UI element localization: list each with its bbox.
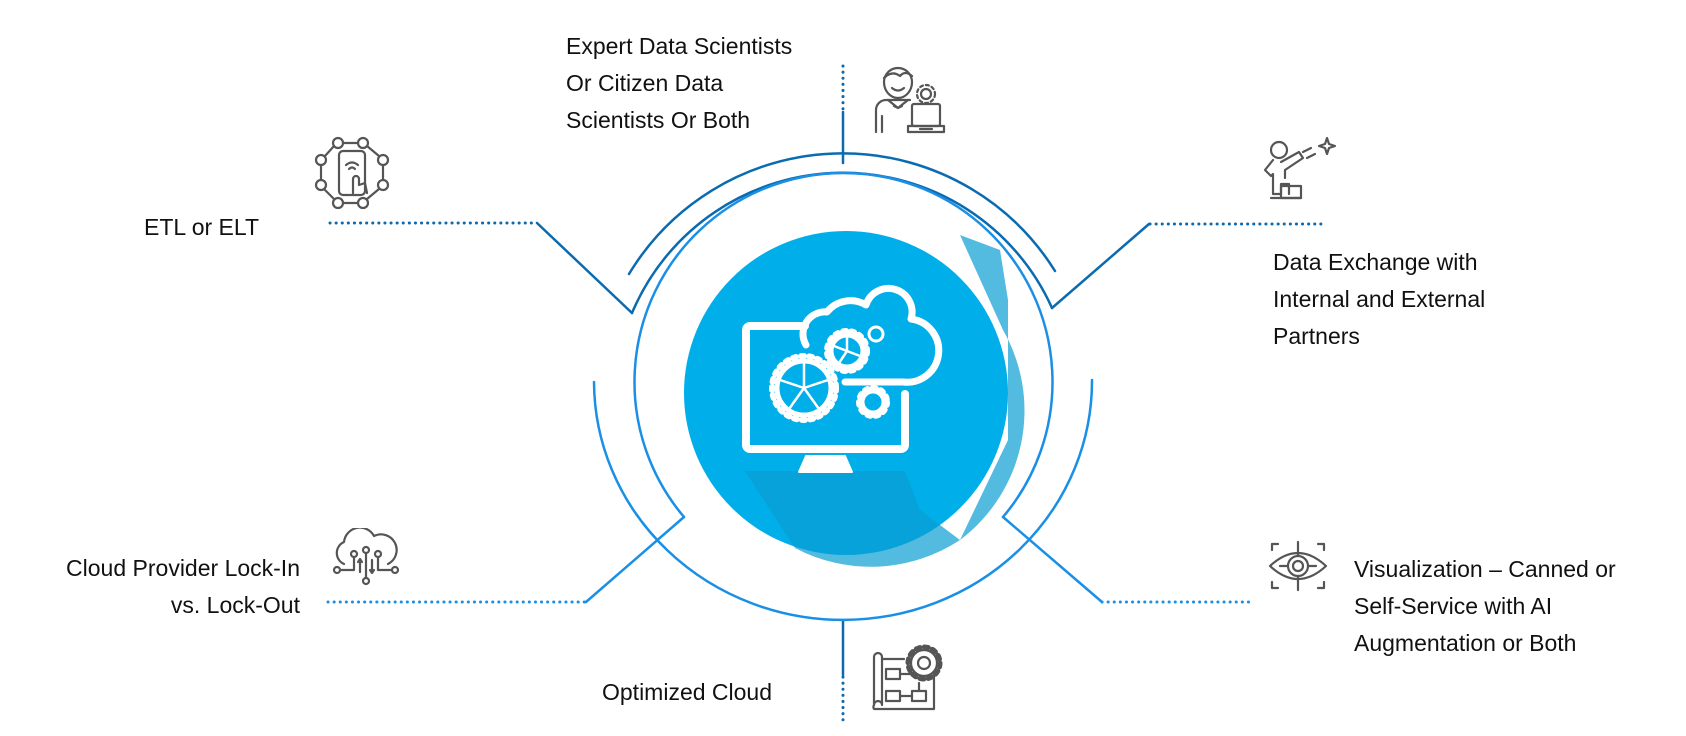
eye-scan-icon [1268,540,1328,592]
person-telescope-icon [1259,134,1339,210]
label-line: Visualization – Canned or [1354,556,1616,582]
label-data-exchange: Data Exchange with Internal and External… [1273,244,1485,355]
arc-middle [633,171,1054,519]
label-line: vs. Lock-Out [170,592,300,618]
label-line: Data Exchange with [1273,249,1478,275]
connector-exchange [1050,222,1151,310]
label-line: Expert Data Scientists [566,33,793,59]
label-optimized-cloud: Optimized Cloud [602,674,772,711]
label-line: Self-Service with AI [1354,593,1553,619]
connector-lockin [584,515,686,604]
monitor-cloud-gears-icon [742,284,943,473]
label-line: Or Citizen Data [566,70,724,96]
label-data-scientists: Expert Data Scientists Or Citizen Data S… [566,28,792,139]
arc-outer-top [627,152,1057,276]
label-line: Cloud Provider Lock-In [66,555,300,581]
network-phone-icon [313,135,393,215]
blueprint-gear-icon [870,643,950,713]
label-line: Optimized Cloud [602,679,773,705]
label-line: ETL or ELT [144,214,260,240]
label-line: Augmentation or Both [1354,630,1577,656]
label-line: Partners [1273,323,1360,349]
connector-visual [1001,515,1104,604]
label-visualization: Visualization – Canned or Self-Service w… [1354,551,1616,662]
cloud-circuit-icon [330,528,402,590]
center-shadow [745,235,1025,567]
label-etl: ETL or ELT [144,209,259,246]
label-line: Scientists Or Both [566,107,751,133]
arc-outer-bottom [592,378,1094,622]
connector-etl [535,221,634,315]
label-line: Internal and External [1273,286,1486,312]
label-cloud-lockin: Cloud Provider Lock-In vs. Lock-Out [14,550,300,624]
data-scientist-icon [872,60,948,134]
